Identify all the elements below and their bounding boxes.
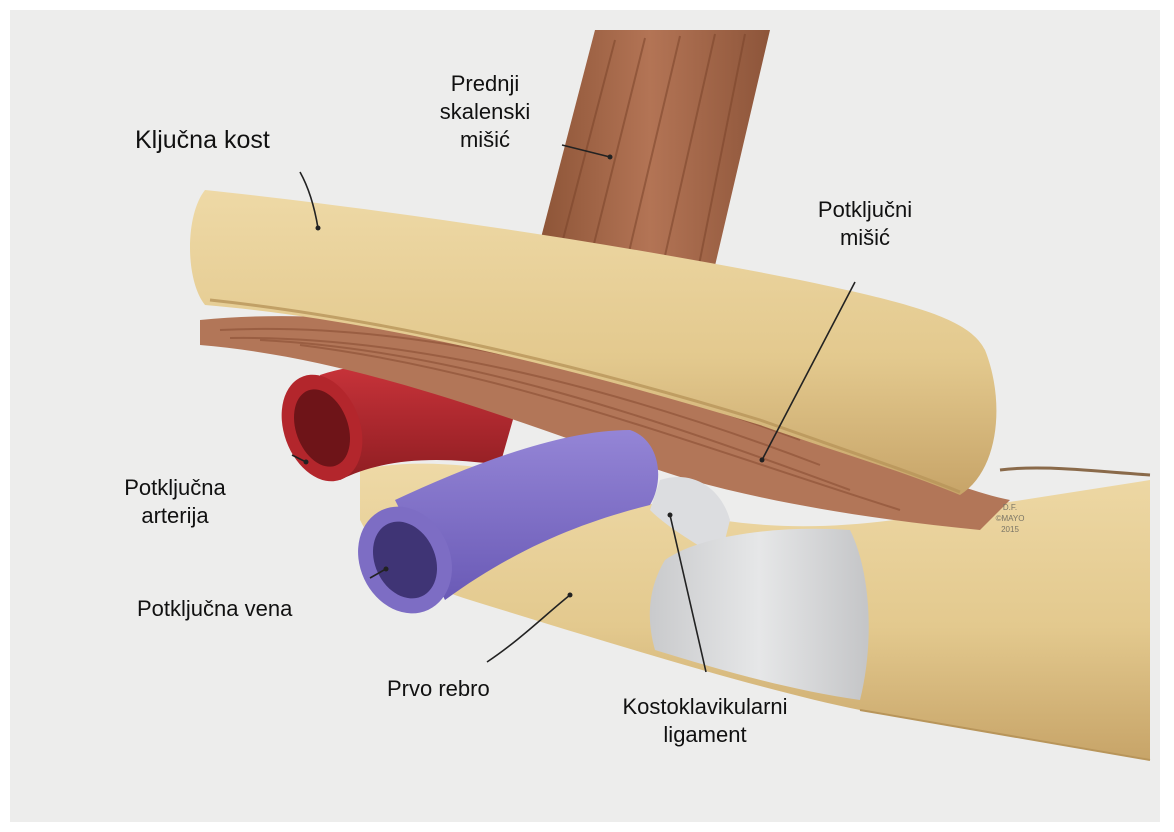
svg-text:2015: 2015	[1001, 525, 1019, 534]
label-costoclavicular-ligament: Kostoklavikularni ligament	[590, 693, 820, 749]
label-anterior-scalene: Prednji skalenski mišić	[410, 70, 560, 154]
label-artery-line2: arterija	[100, 502, 250, 530]
label-ligament-line1: Kostoklavikularni	[590, 693, 820, 721]
svg-text:D.F.: D.F.	[1003, 503, 1017, 512]
label-anterior-scalene-line2: skalenski	[410, 98, 560, 126]
label-ligament-line2: ligament	[590, 721, 820, 749]
label-anterior-scalene-line3: mišić	[410, 126, 560, 154]
label-anterior-scalene-line1: Prednji	[410, 70, 560, 98]
label-clavicle: Ključna kost	[135, 126, 270, 154]
label-subclavius: Potključni mišić	[800, 196, 930, 252]
label-subclavius-line1: Potključni	[800, 196, 930, 224]
label-subclavius-line2: mišić	[800, 224, 930, 252]
label-subclavian-artery: Potključna arterija	[100, 474, 250, 530]
svg-text:©MAYO: ©MAYO	[996, 514, 1025, 523]
label-artery-line1: Potključna	[100, 474, 250, 502]
label-first-rib: Prvo rebro	[387, 675, 490, 703]
label-subclavian-vein: Potključna vena	[137, 595, 292, 623]
